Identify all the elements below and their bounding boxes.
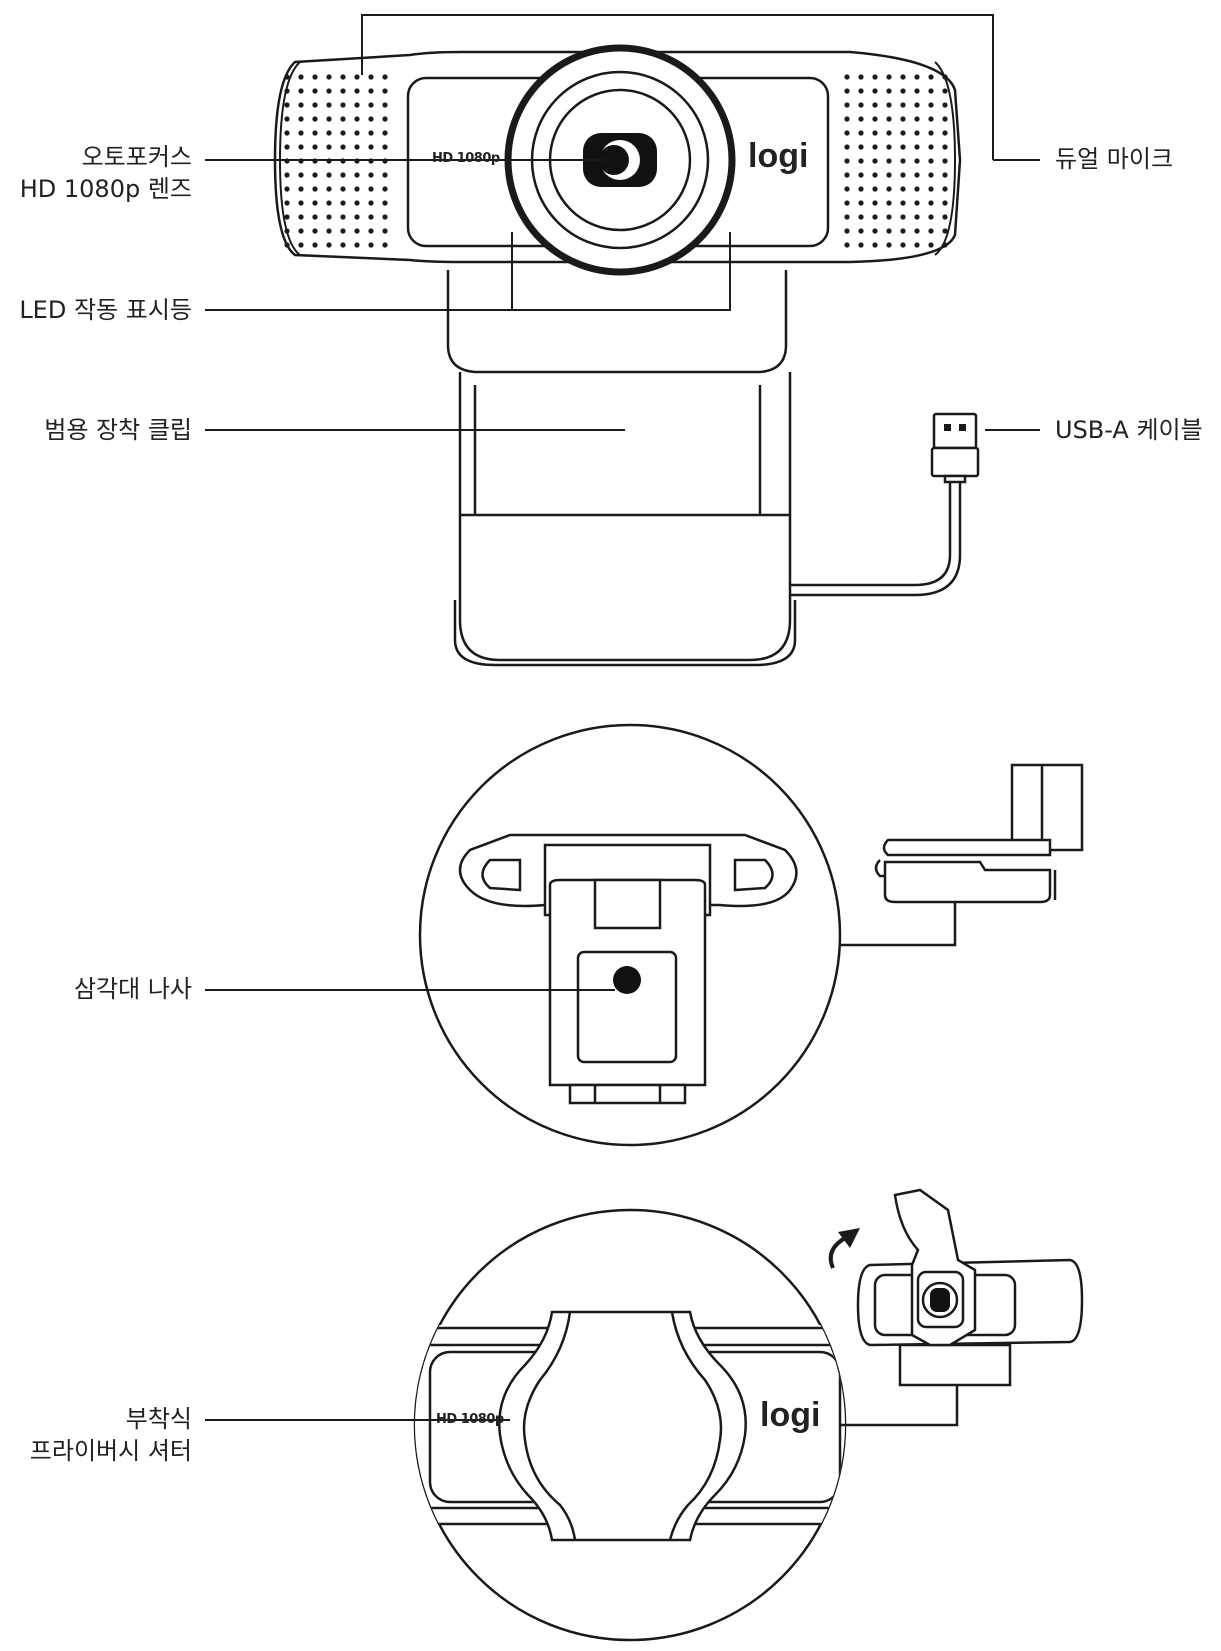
label-autofocus-lens-line2: HD 1080p 렌즈 (19, 175, 192, 203)
tripod-detail (418, 723, 842, 1147)
label-privacy-shutter-line2: 프라이버시 셔터 (29, 1437, 192, 1465)
webcam-front-view (273, 14, 994, 667)
label-autofocus-lens-line1: 오토포커스 (81, 143, 192, 171)
clip-side-view (840, 763, 1084, 947)
resolution-badge-bottom: HD 1080p (436, 1412, 504, 1427)
label-dual-mic: 듀얼 마이크 (1055, 145, 1174, 173)
label-tripod-thread: 삼각대 나사 (73, 975, 192, 1003)
label-privacy-shutter: 부착식 프라이버시 셔터 (0, 1403, 192, 1467)
resolution-badge-top: HD 1080p (432, 151, 500, 166)
label-autofocus-lens: 오토포커스 HD 1080p 렌즈 (0, 141, 192, 205)
usb-a-cable (790, 412, 980, 597)
universal-clip (446, 270, 797, 667)
label-led-indicator: LED 작동 표시등 (19, 296, 192, 324)
label-universal-clip: 범용 장착 클립 (44, 416, 192, 444)
logi-logo-bottom: logi (760, 1396, 821, 1434)
mic-bracket (361, 14, 994, 160)
leader-lines-top (205, 159, 1040, 431)
label-usb-a-cable: USB-A 케이블 (1055, 416, 1203, 444)
tripod-thread (613, 966, 641, 994)
shutter-side-view (828, 1188, 1084, 1427)
logi-logo-top: logi (748, 137, 809, 175)
shutter-detail (413, 1208, 847, 1642)
label-privacy-shutter-line1: 부착식 (125, 1405, 192, 1433)
autofocus-lens (583, 133, 657, 187)
